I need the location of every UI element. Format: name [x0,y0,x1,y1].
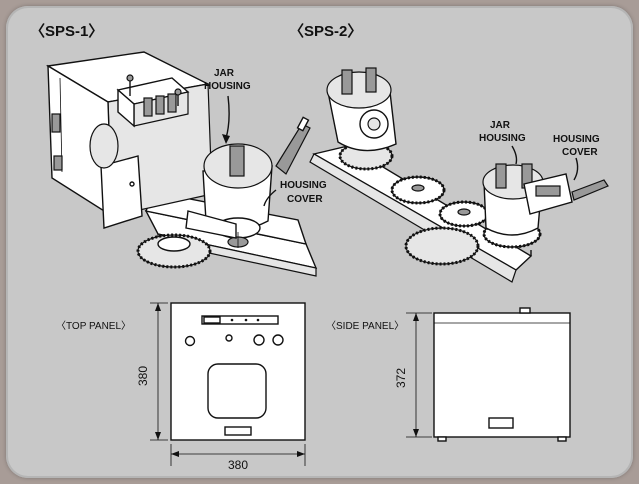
sps1-gear [136,233,212,269]
top-panel-label: 〈TOP PANEL〉 [56,320,131,332]
sps2-cover-label-line2: COVER [562,147,598,158]
sps1-housing-cover [185,116,311,239]
sps1-switch-block [116,74,190,128]
side-panel-dimensions: 372 [394,312,432,438]
sps2-cover-leader [573,157,579,181]
sps2-title: 〈SPS-2〉 [289,22,362,40]
sps2-machine-illustration: JAR HOUSING HOUSING COVER [309,67,609,283]
sps2-jar-label-line2: HOUSING [479,133,526,144]
side-panel-height: 372 [394,368,408,388]
side-panel-drawing [433,307,571,442]
top-panel-dimensions: 380 380 [136,302,306,472]
sps1-cover-label-line1: HOUSING [280,180,327,191]
sps2-jar-leader [511,145,518,165]
top-panel-height: 380 [136,366,150,386]
technical-drawing: 〈SPS-1〉 〈SPS-2〉 [30,22,609,472]
sps2-gears [338,141,542,266]
sps1-cover-leader [263,189,277,207]
sps2-jar-housing [482,163,609,236]
side-panel-label: 〈SIDE PANEL〉 [326,320,404,332]
sps1-jar-label-line1: JAR [214,68,235,79]
sps2-cover-label-line1: HOUSING [553,134,600,145]
top-panel-drawing [170,302,306,441]
sps1-jar-leader [225,95,230,139]
top-panel-width: 380 [228,458,248,472]
sps1-machine-illustration: JAR HOUSING HOUSING COVER [45,51,327,277]
sps2-left-jar [326,67,397,152]
diagram-panel: 〈SPS-1〉 〈SPS-2〉 [6,6,633,478]
sps1-cover-label-line2: COVER [287,194,323,205]
sps2-jar-label-line1: JAR [490,120,511,131]
sps1-title: 〈SPS-1〉 [30,22,103,40]
sps1-jar-label-line2: HOUSING [204,81,251,92]
